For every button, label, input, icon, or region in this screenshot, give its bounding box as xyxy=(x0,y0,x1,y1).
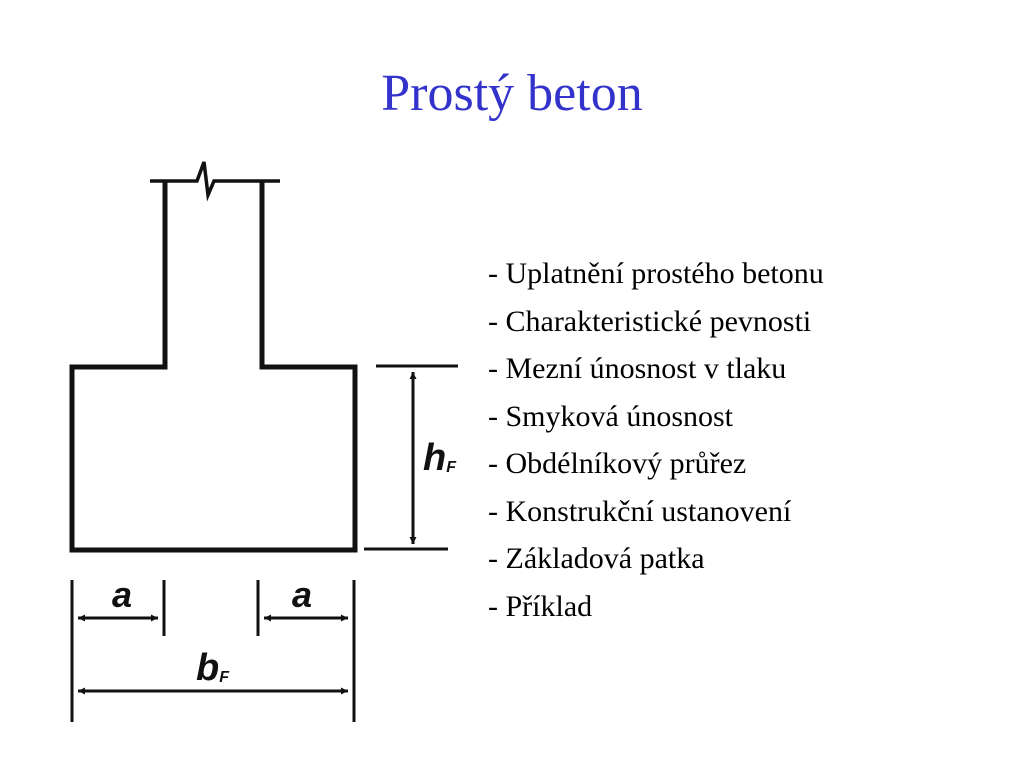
right-offset-label: a xyxy=(292,574,312,615)
topic-item: - Uplatnění prostého betonu xyxy=(488,257,824,290)
column-break-line xyxy=(150,161,280,202)
height-label: hF xyxy=(423,437,457,479)
topic-item: - Mezní únosnost v tlaku xyxy=(488,352,787,385)
topic-item: - Smyková únosnost xyxy=(488,399,734,433)
slide-title: Prostý beton xyxy=(381,65,643,122)
topic-item: - Základová patka xyxy=(488,542,705,575)
topic-list: - Uplatnění prostého betonu - Charakteri… xyxy=(488,250,824,630)
topic-item: - Konstrukční ustanovení xyxy=(488,494,792,528)
topic-item: - Obdélníkový průřez xyxy=(488,447,747,480)
topic-item: - Charakteristické pevnosti xyxy=(488,304,812,338)
width-label: bF xyxy=(196,647,230,689)
footing-outline xyxy=(69,182,358,553)
left-offset-label: a xyxy=(112,574,132,615)
topic-item: - Příklad xyxy=(488,589,593,623)
